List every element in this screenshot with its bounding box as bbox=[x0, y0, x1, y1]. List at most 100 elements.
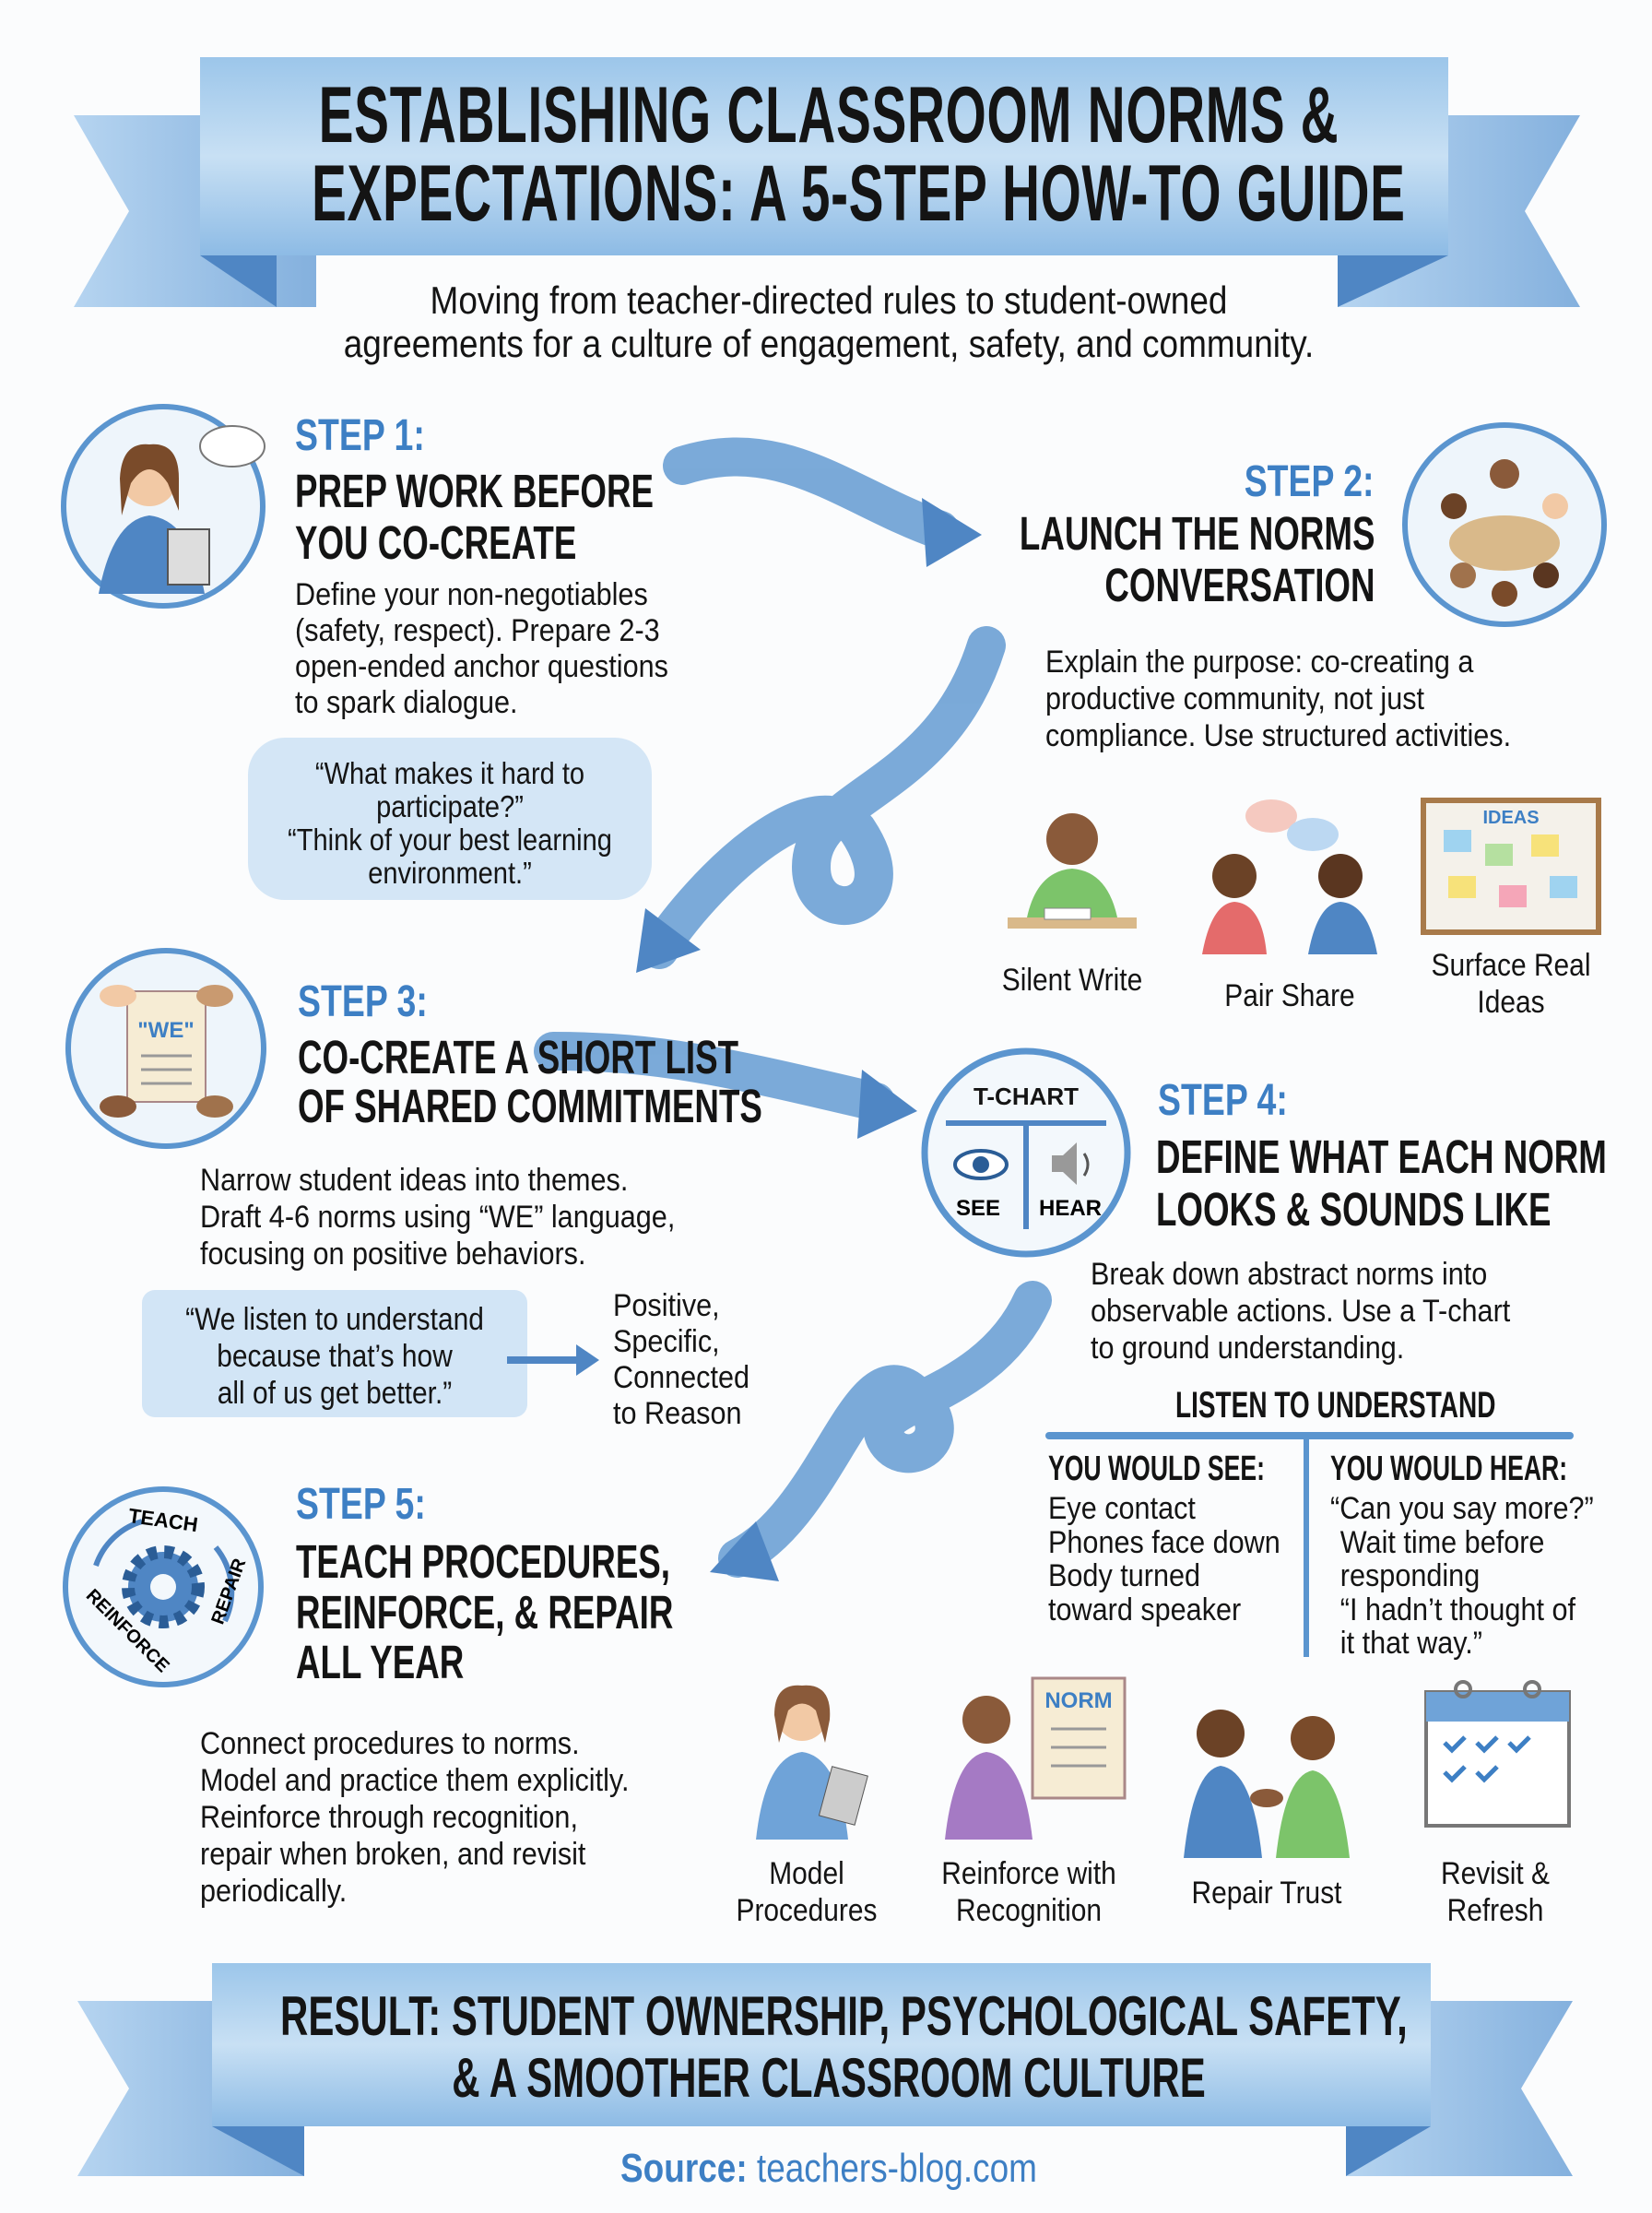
hear-item: “I hadn’t thought of bbox=[1339, 1592, 1575, 1627]
pair-talking-icon bbox=[1202, 799, 1377, 954]
body-line: Model and practice them explicitly. bbox=[200, 1763, 630, 1798]
result-statement: RESULT: STUDENT OWNERSHIP, PSYCHOLOGICAL… bbox=[280, 1985, 1408, 2109]
teacher-clipboard-icon bbox=[756, 1685, 868, 1840]
heading-line: YOU CO-CREATE bbox=[295, 516, 577, 569]
label-line: Revisit & bbox=[1440, 1856, 1551, 1891]
ideas-board-text: IDEAS bbox=[1482, 808, 1539, 828]
body-line: open-ended anchor questions bbox=[295, 649, 668, 684]
norm-poster-icon: NORM bbox=[945, 1676, 1127, 1840]
arrow-right-icon bbox=[507, 1344, 599, 1376]
result-banner bbox=[77, 1963, 1573, 2176]
hear-item: “Can you say more?” bbox=[1330, 1491, 1594, 1526]
page-subtitle: Moving from teacher-directed rules to st… bbox=[139, 278, 1518, 365]
title-line: ESTABLISHING CLASSROOM NORMS & bbox=[318, 71, 1339, 160]
hear-item: Wait time before bbox=[1339, 1524, 1545, 1560]
body-line: Reinforce through recognition, bbox=[200, 1800, 578, 1835]
step3-quote: “We listen to understand because that’s … bbox=[172, 1301, 497, 1412]
body-line: Narrow student ideas into themes. bbox=[200, 1163, 629, 1198]
step3-criteria: Positive, Specific, Connected to Reason bbox=[613, 1288, 749, 1432]
hear-item: responding bbox=[1339, 1558, 1481, 1593]
step4-heading: DEFINE WHAT EACH NORM LOOKS & SOUNDS LIK… bbox=[1156, 1130, 1607, 1236]
action-label-repair-trust: Repair Trust bbox=[1191, 1876, 1342, 1911]
see-item: toward speaker bbox=[1048, 1592, 1242, 1627]
activity-label-surface-real-ideas: Surface Real Ideas bbox=[1349, 947, 1652, 1021]
step4-label: STEP 4: bbox=[1158, 1076, 1288, 1125]
step1-body: Define your non-negotiables (safety, res… bbox=[295, 577, 668, 721]
criteria-line: Specific, bbox=[613, 1324, 720, 1359]
body-line: (safety, respect). Prepare 2-3 bbox=[295, 613, 660, 648]
label-line: Refresh bbox=[1446, 1893, 1544, 1928]
norm-poster-text: NORM bbox=[1044, 1688, 1112, 1713]
body-line: observable actions. Use a T-chart bbox=[1091, 1294, 1511, 1329]
step1-label: STEP 1: bbox=[295, 411, 425, 460]
see-item: Body turned bbox=[1048, 1558, 1201, 1593]
heading-line: TEACH PROCEDURES, bbox=[296, 1535, 671, 1588]
step1-quote: “What makes it hard to participate?” “Th… bbox=[288, 757, 612, 890]
quote-line: “Think of your best learning bbox=[288, 822, 612, 857]
title-line: EXPECTATIONS: A 5-STEP HOW-TO GUIDE bbox=[312, 149, 1406, 238]
step3-label: STEP 3: bbox=[298, 977, 428, 1026]
quote-line: because that’s how bbox=[217, 1339, 453, 1374]
quote-line: “We listen to understand bbox=[185, 1302, 484, 1337]
student-writing-icon bbox=[1008, 813, 1137, 929]
ideas-board-icon: IDEAS bbox=[1421, 798, 1601, 935]
step1-quote-bubble bbox=[248, 738, 652, 900]
heading-line: OF SHARED COMMITMENTS bbox=[298, 1080, 762, 1132]
t-chart-icon-title: T-CHART bbox=[974, 1083, 1079, 1110]
step3-body: Narrow student ideas into themes. Draft … bbox=[200, 1162, 675, 1272]
result-line: RESULT: STUDENT OWNERSHIP, PSYCHOLOGICAL… bbox=[280, 1985, 1408, 2047]
label-line: Procedures bbox=[736, 1893, 878, 1928]
step3-quote-box bbox=[142, 1290, 527, 1417]
group-discussion-icon bbox=[1402, 422, 1607, 627]
ribbon-arrow-step4-to-step5 bbox=[718, 1281, 1052, 1578]
step5-heading: TEACH PROCEDURES, REINFORCE, & REPAIR AL… bbox=[296, 1535, 674, 1688]
body-line: to spark dialogue. bbox=[295, 685, 518, 720]
label-line: Ideas bbox=[1477, 985, 1545, 1020]
t-chart-vertical-line bbox=[1304, 1436, 1309, 1657]
t-chart-icon: T-CHART SEE HEAR bbox=[921, 1047, 1131, 1258]
body-line: Draft 4-6 norms using “WE” language, bbox=[200, 1200, 676, 1235]
label-line: Reinforce with bbox=[941, 1856, 1116, 1891]
t-chart-icon-hear: HEAR bbox=[1039, 1196, 1102, 1221]
page-title: ESTABLISHING CLASSROOM NORMS & EXPECTATI… bbox=[312, 71, 1406, 238]
we-text: "WE" bbox=[137, 1018, 194, 1043]
t-chart-hear-header: YOU WOULD HEAR: bbox=[1330, 1450, 1568, 1488]
action-label-model-procedures: Model Procedures bbox=[644, 1855, 969, 1929]
quote-line: all of us get better.” bbox=[217, 1376, 453, 1411]
action-label-revisit-refresh: Revisit & Refresh bbox=[1333, 1855, 1652, 1929]
body-line: to ground understanding. bbox=[1091, 1331, 1405, 1366]
body-line: productive community, not just bbox=[1045, 681, 1425, 716]
activity-label-silent-write: Silent Write bbox=[1001, 963, 1143, 998]
activity-label-pair-share: Pair Share bbox=[1224, 978, 1355, 1013]
body-line: repair when broken, and revisit bbox=[200, 1837, 586, 1872]
see-item: Eye contact bbox=[1048, 1491, 1196, 1526]
ribbon-arrow-step2-to-step3 bbox=[640, 626, 1006, 969]
label-line: Model bbox=[769, 1856, 844, 1891]
quote-line: environment.” bbox=[368, 856, 532, 890]
step2-heading: LAUNCH THE NORMS CONVERSATION bbox=[1019, 508, 1375, 611]
source-value: teachers-blog.com bbox=[756, 2146, 1037, 2191]
step2-label: STEP 2: bbox=[1245, 457, 1375, 506]
t-chart-title: LISTEN TO UNDERSTAND bbox=[1175, 1385, 1496, 1426]
hear-item: it that way.” bbox=[1339, 1626, 1482, 1661]
action-label-reinforce-with-recognition: Reinforce with Recognition bbox=[867, 1855, 1191, 1929]
title-banner bbox=[74, 57, 1580, 307]
handshake-icon bbox=[1184, 1710, 1350, 1858]
label-line: Recognition bbox=[955, 1893, 1103, 1928]
teacher-thinking-icon bbox=[61, 404, 266, 609]
criteria-line: to Reason bbox=[613, 1396, 742, 1431]
ribbon-arrow-step1-to-step2 bbox=[663, 437, 960, 550]
body-line: compliance. Use structured activities. bbox=[1045, 718, 1512, 753]
t-chart-hear-list: “Can you say more?” Wait time before res… bbox=[1330, 1492, 1594, 1661]
see-item: Phones face down bbox=[1048, 1524, 1280, 1560]
heading-line: REINFORCE, & REPAIR bbox=[296, 1585, 674, 1639]
label-line: Surface Real bbox=[1431, 948, 1591, 983]
gear-cycle-icon: TEACH REPAIR REINFORCE bbox=[63, 1486, 264, 1687]
body-line: Define your non-negotiables bbox=[295, 577, 648, 612]
body-line: Connect procedures to norms. bbox=[200, 1726, 580, 1761]
step5-body: Connect procedures to norms. Model and p… bbox=[200, 1725, 629, 1910]
we-document-icon: "WE" bbox=[65, 948, 266, 1149]
t-chart-see-list: Eye contact Phones face down Body turned… bbox=[1048, 1492, 1280, 1627]
ribbon-arrow-step3-to-step4 bbox=[534, 1032, 895, 1121]
